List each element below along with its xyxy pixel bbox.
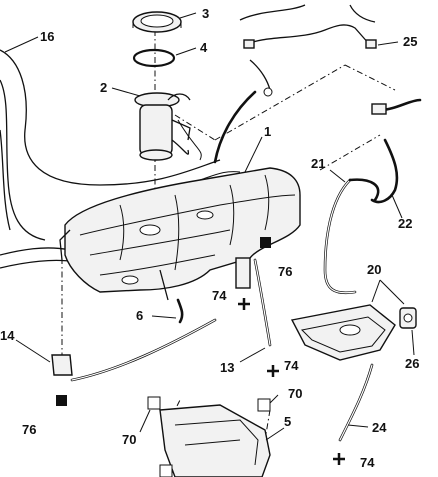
callout-74-bottom: 74: [360, 455, 375, 470]
callout-6: 6: [136, 308, 143, 323]
callout-70-left: 70: [122, 432, 136, 447]
tank-strap-13: [235, 257, 272, 347]
callout-76-top: 76: [278, 264, 292, 279]
callout-25: 25: [403, 34, 417, 49]
callout-24: 24: [372, 420, 387, 435]
fuel-pump-sender: [134, 92, 202, 161]
callout-76-bottom: 76: [22, 422, 36, 437]
tightening-marker-76: [56, 237, 271, 406]
vent-lines: [323, 98, 422, 295]
callout-3: 3: [202, 6, 209, 21]
callout-16: 16: [40, 29, 54, 44]
callout-2: 2: [100, 80, 107, 95]
callout-74-mid: 74: [284, 358, 299, 373]
pipe-bracket-14: [51, 318, 217, 382]
callout-14: 14: [0, 328, 15, 343]
callout-4: 4: [200, 40, 208, 55]
callout-20: 20: [367, 262, 381, 277]
torque-marker-74: [238, 298, 345, 465]
callout-22: 22: [398, 216, 412, 231]
seal-ring: [132, 48, 176, 68]
callout-21: 21: [311, 156, 325, 171]
callout-1: 1: [264, 124, 271, 139]
leader-lines: [4, 12, 415, 441]
lock-ring: [132, 11, 182, 33]
pipe-24: [338, 363, 374, 442]
callout-5: 5: [284, 414, 291, 429]
callout-70-right: 70: [288, 386, 302, 401]
tank-strap-6: [159, 269, 184, 324]
callout-labels: 16 3 4 2 1 25 21 22 20 26 76 74 6 13 74 …: [0, 6, 419, 470]
charcoal-canister-tray: [290, 304, 396, 361]
clip-70: [147, 396, 271, 477]
connector-hose-25: [239, 4, 377, 97]
callout-26: 26: [405, 356, 419, 371]
heat-shield: [159, 404, 271, 477]
tank-filler-hose: [213, 90, 257, 164]
callout-74-top: 74: [212, 288, 227, 303]
purge-valve-26: [399, 307, 417, 329]
callout-13: 13: [220, 360, 234, 375]
fuel-tank: [59, 167, 301, 293]
